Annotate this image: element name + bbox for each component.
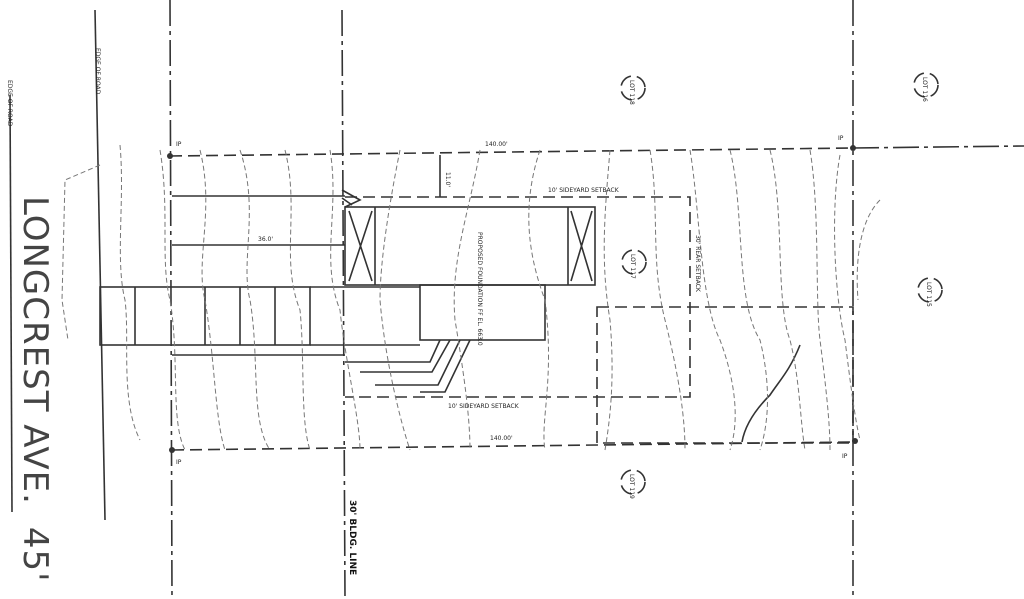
lot-line-top: [169, 147, 854, 157]
rear-setback-label: 30' REAR SETBACK: [694, 235, 701, 293]
rear-area-boundary: [596, 306, 854, 444]
edge-of-road-label-right: EDGE OF ROAD: [94, 48, 101, 95]
front-offset-dimension: 11.0': [444, 172, 451, 187]
walk-lines: [341, 189, 362, 208]
lot-label-119: LOT 119: [620, 469, 646, 499]
garage-foundation: [419, 284, 546, 341]
ip-label: IP: [176, 141, 182, 148]
iron-pin-marker: [850, 145, 856, 151]
svg-text:LOT 118: LOT 118: [628, 80, 635, 105]
svg-text:LOT 116: LOT 116: [921, 77, 928, 102]
side-setback-label: 10' SIDEYARD SETBACK: [548, 187, 620, 194]
boundary-curve: [741, 344, 801, 443]
walkway-lines: [310, 286, 471, 393]
building-line: [341, 9, 346, 599]
side-setback-label: 10' SIDEYARD SETBACK: [448, 403, 520, 410]
lot-line-adjacent: [852, 145, 1024, 149]
contour-line: [61, 164, 101, 341]
lot-label-118: LOT 118: [620, 75, 646, 105]
porch-x-marks: [348, 210, 593, 282]
edge-of-road-line-left: [9, 94, 13, 513]
lot-label-116: LOT 116: [913, 72, 939, 102]
iron-pin-marker: [169, 447, 175, 453]
lot-top-dimension: 140.00': [485, 141, 508, 148]
lot-bottom-dimension: 140.00': [490, 435, 513, 442]
proposed-foundation: [344, 206, 596, 286]
setback-envelope: [345, 196, 691, 398]
street-name: LONGCREST AVE.45': [15, 196, 55, 583]
foundation-label: PROPOSED FOUNDATION FF EL. 663.0: [476, 232, 483, 346]
edge-of-road-label-left: EDGE OF ROAD: [6, 80, 13, 127]
property-line-front: [169, 0, 173, 599]
iron-pin-marker: [167, 153, 173, 159]
ip-label: IP: [176, 459, 182, 466]
bldg-line-label: 30' BLDG. LINE: [347, 500, 357, 575]
edge-of-road-line-right: [94, 9, 106, 521]
contour-lines: [119, 144, 881, 451]
svg-text:LOT 115: LOT 115: [925, 282, 932, 307]
svg-text:LOT 119: LOT 119: [628, 474, 635, 499]
lot-label-115: LOT 115: [917, 277, 943, 307]
ip-label: IP: [842, 453, 848, 460]
lot-label-117: LOT 117: [621, 249, 647, 279]
ip-label: IP: [838, 135, 844, 142]
driveway-dimension: 36.0': [258, 236, 273, 243]
svg-text:LOT 117: LOT 117: [629, 254, 636, 279]
